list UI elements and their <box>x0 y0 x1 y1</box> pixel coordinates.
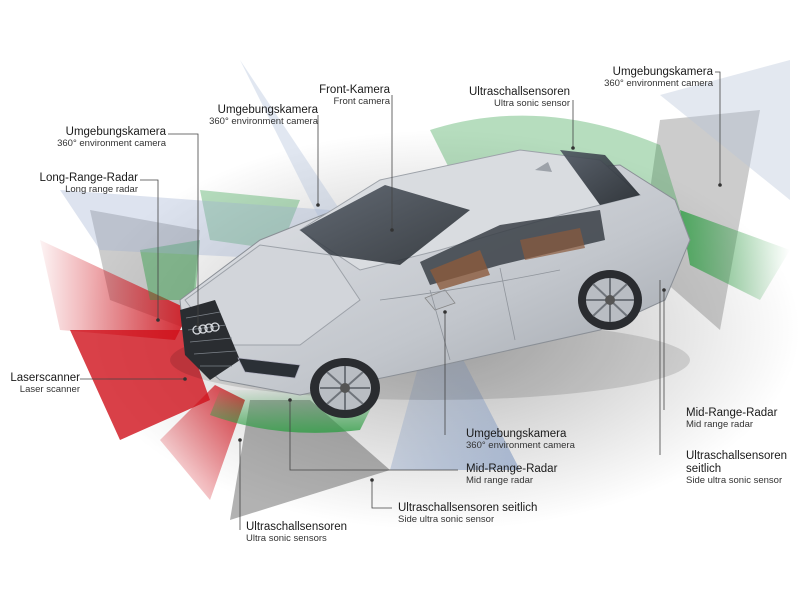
label-environment-camera-bottom: Umgebungskamera 360° environment camera <box>466 428 606 452</box>
label-de: Mid-Range-Radar <box>686 407 778 419</box>
label-de-line1: Ultraschallsensoren <box>686 450 787 462</box>
label-de: Ultraschallsensoren seitlich <box>398 502 538 514</box>
label-en: 360° environment camera <box>209 116 318 128</box>
label-environment-camera-center: Umgebungskamera 360° environment camera <box>188 104 318 128</box>
camera-ray-top <box>240 60 340 220</box>
label-de: Umgebungskamera <box>65 126 166 138</box>
label-en: 360° environment camera <box>57 138 166 150</box>
label-en: Ultra sonic sensors <box>246 533 327 545</box>
label-environment-camera-right: Umgebungskamera 360° environment camera <box>575 66 713 90</box>
label-en: Long range radar <box>65 184 138 196</box>
ultrasonic-right <box>680 210 790 300</box>
car <box>170 149 691 418</box>
grey-zone-bottom <box>230 400 390 520</box>
camera-ray-mirror <box>390 305 520 470</box>
label-de: Laserscanner <box>10 372 80 384</box>
label-mid-range-radar-bottom: Mid-Range-Radar Mid range radar <box>466 463 586 487</box>
label-en: Mid range radar <box>686 419 754 431</box>
label-laser-scanner: Laserscanner Laser scanner <box>4 372 80 396</box>
label-ultrasonic-top: Ultraschallsensoren Ultra sonic sensor <box>440 86 570 110</box>
label-de: Umgebungskamera <box>466 428 567 440</box>
label-de: Umgebungskamera <box>217 104 318 116</box>
label-en: 360° environment camera <box>466 440 575 452</box>
label-ultrasonic-bottom: Ultraschallsensoren Ultra sonic sensors <box>246 521 376 545</box>
label-de: Mid-Range-Radar <box>466 463 558 475</box>
laser-scanner-beam <box>70 330 210 440</box>
leader-lines <box>80 71 721 530</box>
label-de: Ultraschallsensoren <box>469 86 570 98</box>
label-en: Mid range radar <box>466 475 534 487</box>
label-en: Ultra sonic sensor <box>493 98 570 110</box>
camera-ray-right <box>660 60 790 200</box>
sensor-points <box>156 146 722 482</box>
label-long-range-radar: Long-Range-Radar Long range radar <box>8 172 138 196</box>
label-de: Ultraschallsensoren <box>246 521 347 533</box>
front-wheel <box>310 358 380 418</box>
label-de-line2: seitlich <box>686 463 722 476</box>
label-en: Laser scanner <box>19 384 80 396</box>
label-de: Long-Range-Radar <box>39 172 138 184</box>
label-side-ultrasonic-bottom: Ultraschallsensoren seitlich Side ultra … <box>398 502 568 526</box>
rear-wheel <box>578 270 642 330</box>
label-en: Front camera <box>333 96 391 108</box>
label-side-ultrasonic-right: Ultraschallsensoren seitlich Side ultra … <box>686 450 798 487</box>
label-mid-range-radar-right: Mid-Range-Radar Mid range radar <box>686 407 796 431</box>
label-en: Side ultra sonic sensor <box>686 475 783 487</box>
label-de: Front-Kamera <box>319 84 390 96</box>
label-en: Side ultra sonic sensor <box>398 514 495 526</box>
long-range-radar-beam <box>40 240 190 340</box>
label-front-camera: Front-Kamera Front camera <box>298 84 390 108</box>
ultrasonic-left <box>140 240 200 300</box>
label-en: 360° environment camera <box>604 78 713 90</box>
label-de: Umgebungskamera <box>612 66 713 78</box>
label-environment-camera-left: Umgebungskamera 360° environment camera <box>8 126 166 150</box>
